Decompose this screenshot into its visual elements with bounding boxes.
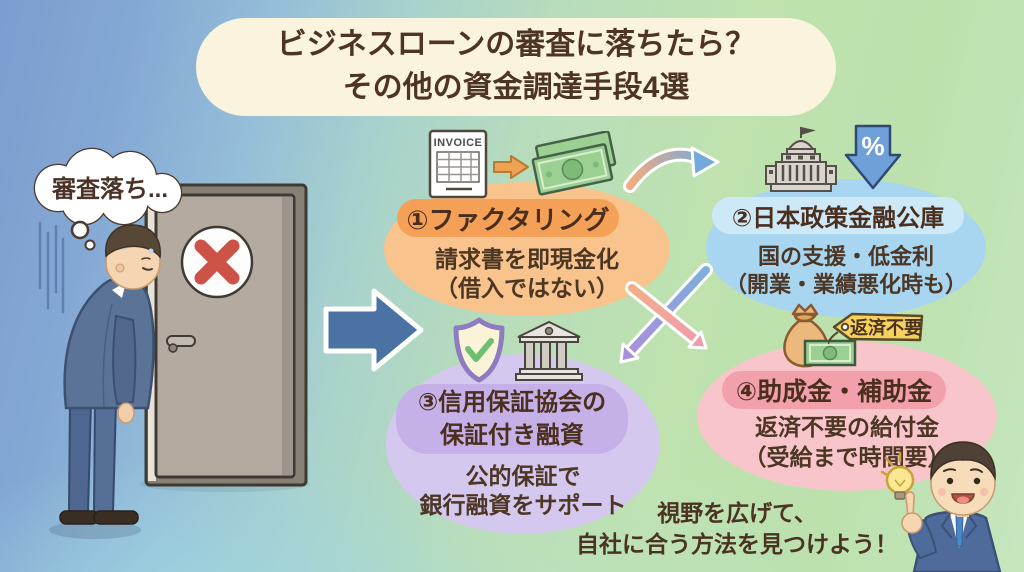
blush — [980, 488, 988, 496]
option4-label: ④助成金・補助金 — [722, 371, 946, 409]
bank-icon — [515, 320, 583, 381]
lapel — [940, 513, 953, 539]
shield-check-icon — [453, 317, 505, 383]
percent-down-arrow-icon: % — [844, 124, 902, 190]
option3-label-line2: 保証付き融資 — [440, 422, 584, 449]
option2-label-text: ②日本政策金融公庫 — [731, 205, 945, 232]
thought-tail-bubble — [70, 220, 90, 240]
option3-desc2: 銀行融資をサポート — [419, 492, 627, 518]
option1-label-text: ①ファクタリング — [406, 204, 610, 235]
tie — [955, 515, 964, 547]
option2-desc1: 国の支援・低金利 — [757, 244, 934, 269]
lightbulb-icon — [880, 451, 915, 500]
footer-message: 視野を広げて、 自社に合う方法を見つけよう！ — [570, 498, 904, 560]
thought-tail-bubble — [84, 239, 96, 251]
gloom-lines — [38, 221, 65, 314]
person-leg — [92, 401, 118, 513]
hair — [930, 441, 996, 481]
pointing-finger — [905, 491, 915, 517]
footer-line1: 視野を広げて、 — [657, 500, 817, 526]
lapel — [965, 513, 978, 539]
rejection-scene: 審査落ち... — [33, 147, 310, 539]
person-shoe — [59, 510, 99, 525]
person-ear — [115, 263, 125, 273]
eye — [946, 477, 954, 485]
rejection-x-icon — [194, 239, 240, 285]
eyebrow — [141, 257, 151, 260]
door-handle — [166, 335, 196, 353]
closed-eye — [142, 267, 153, 271]
person-arm — [112, 314, 137, 406]
businessman-figure — [901, 441, 1002, 572]
jacket-seam — [102, 303, 113, 409]
idea-businessman — [880, 441, 1002, 572]
rejected-businessman — [49, 224, 161, 539]
government-building-icon — [765, 126, 837, 192]
option2-desc2: （開業・業績悪化時も） — [724, 272, 967, 297]
title-line2: その他の資金調達手段4選 — [342, 71, 690, 104]
percent-label: % — [861, 131, 884, 161]
arrow-option1-to-option2-icon — [623, 146, 720, 193]
option3-desc1: 公的保証で — [465, 463, 581, 489]
thought-bubble: 審査落ち... — [33, 147, 183, 251]
tongue — [957, 496, 969, 504]
eyebrow — [970, 468, 983, 473]
eye — [973, 477, 981, 485]
title-banner: ビジネスローンの審査に落ちたら？ その他の資金調達手段4選 — [196, 18, 836, 116]
footer-line2: 自社に合う方法を見つけよう！ — [576, 531, 898, 557]
option4-desc2: （受給まで時間要） — [743, 444, 951, 470]
option1-desc1: 請求書を即現金化 — [435, 246, 619, 272]
person-shadow — [49, 521, 141, 539]
option2-label: ②日本政策金融公庫 — [712, 197, 964, 234]
door-illustration — [140, 183, 310, 492]
person-hand — [117, 402, 135, 424]
eyebrow — [943, 468, 956, 472]
tag-label: 返済不要 — [850, 317, 922, 338]
option3-label: ③信用保証協会の 保証付き融資 — [396, 384, 628, 454]
invoice-label: INVOICE — [434, 137, 483, 149]
sweat-drop — [148, 248, 154, 254]
invoice-icon: INVOICE — [428, 129, 488, 199]
cash-bills-icon — [531, 131, 617, 196]
person-leg — [67, 401, 93, 513]
option4-label-text: ④助成金・補助金 — [735, 378, 933, 406]
option1-desc2: （借入ではない） — [435, 275, 619, 301]
arrow-right-icon — [493, 155, 529, 179]
blush — [938, 488, 946, 496]
fist — [901, 512, 923, 534]
option1-label: ①ファクタリング — [397, 199, 619, 237]
banknote-icon — [803, 339, 857, 367]
door-edge-shade — [282, 197, 293, 475]
person-hair — [105, 224, 161, 259]
title-line1: ビジネスローンの審査に落ちたら？ — [276, 28, 756, 62]
option4-desc1: 返済不要の給付金 — [755, 414, 939, 440]
option3-label-line1: ③信用保証協会の — [417, 389, 607, 416]
person-shoe — [93, 510, 139, 525]
no-repayment-tag-icon: 返済不要 — [828, 312, 924, 345]
thought-text: 審査落ち... — [51, 175, 168, 203]
person-suit-jacket — [63, 275, 155, 410]
